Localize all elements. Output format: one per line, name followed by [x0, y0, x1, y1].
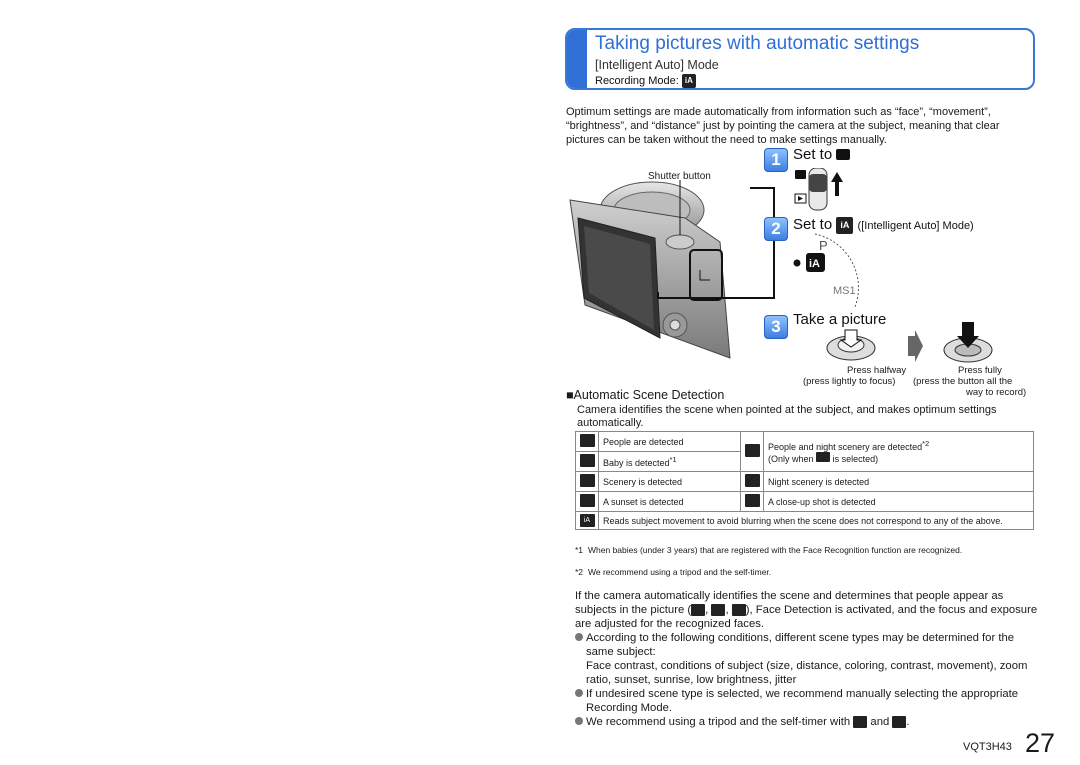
manual-code: VQT3H43	[963, 741, 1012, 753]
camera-illustration	[569, 180, 775, 359]
camera-mode-icon	[836, 149, 851, 160]
scene-conditions: Face contrast, conditions of subject (si…	[586, 660, 1028, 686]
page-number: 27	[1025, 728, 1056, 758]
svg-text:MS1: MS1	[833, 285, 856, 297]
face-detection-text-1: If the camera automatically identifies t…	[575, 590, 1004, 616]
bullet-tripod-end: .	[906, 716, 910, 728]
press-fully-label: Press fully	[958, 365, 1002, 376]
note-2: We recommend using a tripod and the self…	[588, 567, 772, 577]
page-title: Taking pictures with automatic settings	[595, 33, 920, 54]
bullet-undesired-scene: If undesired scene type is selected, we …	[575, 687, 1039, 715]
scene-ia-desc: Reads subject movement to avoid blurring…	[598, 511, 1034, 530]
intelligent-auto-icon: iA	[681, 74, 696, 88]
scene-night-people-cell: People and night scenery are detected*2 …	[763, 431, 1034, 472]
press-fully-desc-2: way to record)	[966, 387, 1027, 398]
table-row: iA Reads subject movement to avoid blurr…	[575, 511, 1034, 530]
footnote-mark-2: *2	[922, 439, 930, 448]
people-icon	[579, 434, 595, 447]
bullet-scene-types: According to the following conditions, d…	[575, 631, 1039, 659]
scenery-icon	[579, 474, 595, 487]
shutter-press-illustration	[826, 322, 993, 363]
scene-closeup: A close-up shot is detected	[763, 491, 1034, 512]
table-row: People are detected People and night sce…	[575, 431, 1034, 472]
night-portrait-icon	[892, 716, 907, 729]
section-title: ■Automatic Scene Detection	[566, 388, 725, 402]
page-subtitle: [Intelligent Auto] Mode	[595, 58, 719, 72]
intelligent-auto-icon: iA	[579, 514, 595, 527]
bullet-undesired-scene-text: If undesired scene type is selected, we …	[586, 688, 1019, 714]
bullet-tripod-text-1: We recommend using a tripod and the self…	[586, 716, 851, 728]
step-2-badge: 2	[764, 217, 788, 241]
baby-icon	[711, 604, 726, 617]
scene-baby: Baby is detected	[603, 458, 670, 468]
bullet-tripod-and: and	[870, 716, 890, 728]
scene-sunset: A sunset is detected	[597, 491, 742, 512]
footnote-mark-1: *1	[669, 455, 677, 464]
press-fully-desc-1: (press the button all the	[913, 376, 1013, 387]
recording-mode-label: Recording Mode:	[595, 74, 679, 87]
scene-is-selected: is selected)	[832, 454, 879, 464]
step-2-text: Set to iA ([Intelligent Auto] Mode)	[793, 216, 974, 234]
press-halfway-desc: (press lightly to focus)	[803, 376, 896, 387]
macro-icon	[744, 494, 760, 507]
intro-text: Optimum settings are made automatically …	[566, 106, 1000, 146]
table-row: A sunset is detected A close-up shot is …	[575, 491, 1034, 512]
step-2-suffix: ([Intelligent Auto] Mode)	[857, 220, 974, 232]
baby-icon	[579, 454, 595, 467]
step-1-label: Set to	[793, 146, 833, 163]
body-text: If the camera automatically identifies t…	[575, 589, 1039, 729]
note-1: When babies (under 3 years) that are reg…	[588, 545, 963, 555]
bullet-icon	[575, 689, 583, 697]
note-2-mark: *2	[575, 567, 584, 577]
note-1-mark: *1	[575, 545, 584, 555]
table-row: Scenery is detected Night scenery is det…	[575, 471, 1034, 492]
step-2-label: Set to	[793, 216, 833, 233]
page-header: Taking pictures with automatic settings …	[565, 28, 1035, 90]
night-portrait-icon	[744, 444, 760, 457]
sunset-icon	[579, 494, 595, 507]
night-scenery-icon	[853, 716, 868, 729]
record-playback-switch-icon	[794, 168, 843, 211]
section-description: Camera identifies the scene when pointed…	[577, 404, 997, 429]
scene-detection-table: People are detected People and night sce…	[575, 431, 1034, 530]
step-1-badge: 1	[764, 148, 788, 172]
mode-dial-icon: P iA MS1	[793, 233, 859, 308]
face-detection-text-2: ), Face Detection is activated, and the …	[575, 604, 1038, 630]
scene-only-when: (Only when	[768, 454, 814, 464]
bullet-scene-types-text: According to the following conditions, d…	[586, 632, 1015, 658]
flash-icon	[816, 452, 831, 462]
scene-people: People are detected	[597, 431, 742, 452]
intelligent-auto-icon: iA	[836, 216, 854, 234]
bullet-icon	[575, 633, 583, 641]
scene-scenery: Scenery is detected	[597, 471, 742, 492]
bullet-icon	[575, 717, 583, 725]
night-portrait-icon	[731, 604, 746, 617]
header-accent-bar	[567, 30, 587, 88]
people-icon	[691, 604, 706, 617]
scene-baby-cell: Baby is detected*1	[597, 451, 742, 472]
press-halfway-label: Press halfway	[847, 365, 907, 376]
step-3-text: Take a picture	[793, 311, 887, 328]
face-detection-paragraph: If the camera automatically identifies t…	[575, 590, 1038, 630]
scene-night-scenery: Night scenery is detected	[763, 471, 1034, 492]
step-1-text: Set to	[793, 146, 851, 163]
svg-text:iA: iA	[809, 258, 820, 270]
recording-mode-line: Recording Mode: iA	[595, 74, 696, 88]
svg-text:P: P	[819, 238, 828, 253]
step-3-badge: 3	[764, 315, 788, 339]
night-scenery-icon	[744, 474, 760, 487]
bullet-tripod: We recommend using a tripod and the self…	[575, 715, 1039, 729]
scene-night-people: People and night scenery are detected	[768, 442, 923, 452]
shutter-button-label: Shutter button	[648, 171, 711, 182]
